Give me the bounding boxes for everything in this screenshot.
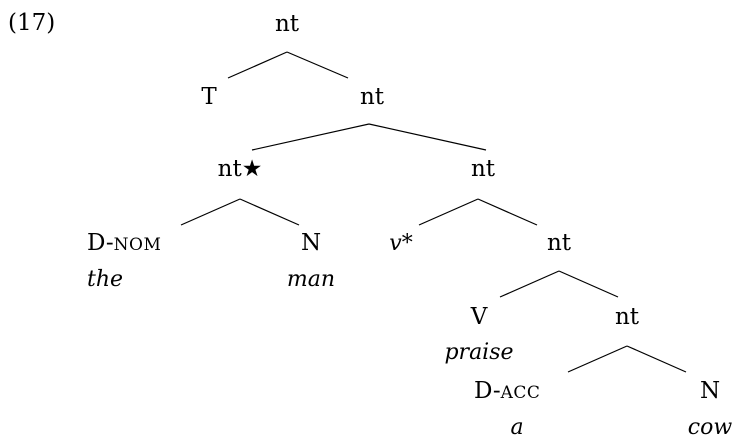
edge-ntlower-v: [499, 270, 560, 298]
node-nt-lower: nt: [547, 230, 572, 256]
node-d-nom: D-NOM: [87, 230, 161, 256]
node-nt-star: nt★: [218, 156, 263, 182]
node-n-man: N: [301, 230, 321, 256]
edge-ntstar-dnom: [180, 198, 241, 226]
edge-ntbottom-ncow: [626, 345, 687, 373]
edge-ntmid-ntlower: [477, 198, 538, 226]
node-n-cow: N: [700, 378, 720, 404]
word-man: man: [287, 267, 335, 292]
d-nom-case: NOM: [114, 235, 162, 255]
node-nt-bottom: nt: [615, 304, 640, 330]
tree-edges: [180, 51, 687, 373]
node-v: V: [470, 304, 488, 330]
nt-star-label: nt: [218, 156, 243, 182]
edge-ntmid-vstar: [418, 198, 479, 226]
d-acc-label: D-: [474, 378, 501, 404]
word-cow: cow: [688, 415, 733, 440]
node-d-acc: D-ACC: [474, 378, 540, 404]
edge-ntbottom-dacc: [567, 345, 628, 373]
d-nom-label: D-: [87, 230, 114, 256]
edge-nttop-ntmid: [368, 123, 487, 151]
word-the: the: [87, 267, 123, 292]
node-v-star: v*: [389, 231, 412, 256]
node-nt-mid: nt: [471, 156, 496, 182]
edge-nttop-ntstar: [251, 123, 370, 151]
node-nt-top: nt: [360, 84, 385, 110]
edge-root-nt-top: [286, 51, 349, 79]
edge-root-t: [227, 51, 288, 79]
word-a: a: [510, 415, 523, 440]
node-root: nt: [275, 11, 300, 37]
node-t: T: [201, 84, 217, 110]
edge-ntstar-nman: [239, 198, 300, 226]
example-number: (17): [8, 10, 55, 36]
star-icon: ★: [242, 156, 263, 182]
edge-ntlower-ntbottom: [558, 270, 619, 298]
d-acc-case: ACC: [500, 383, 541, 403]
word-praise: praise: [444, 340, 513, 365]
